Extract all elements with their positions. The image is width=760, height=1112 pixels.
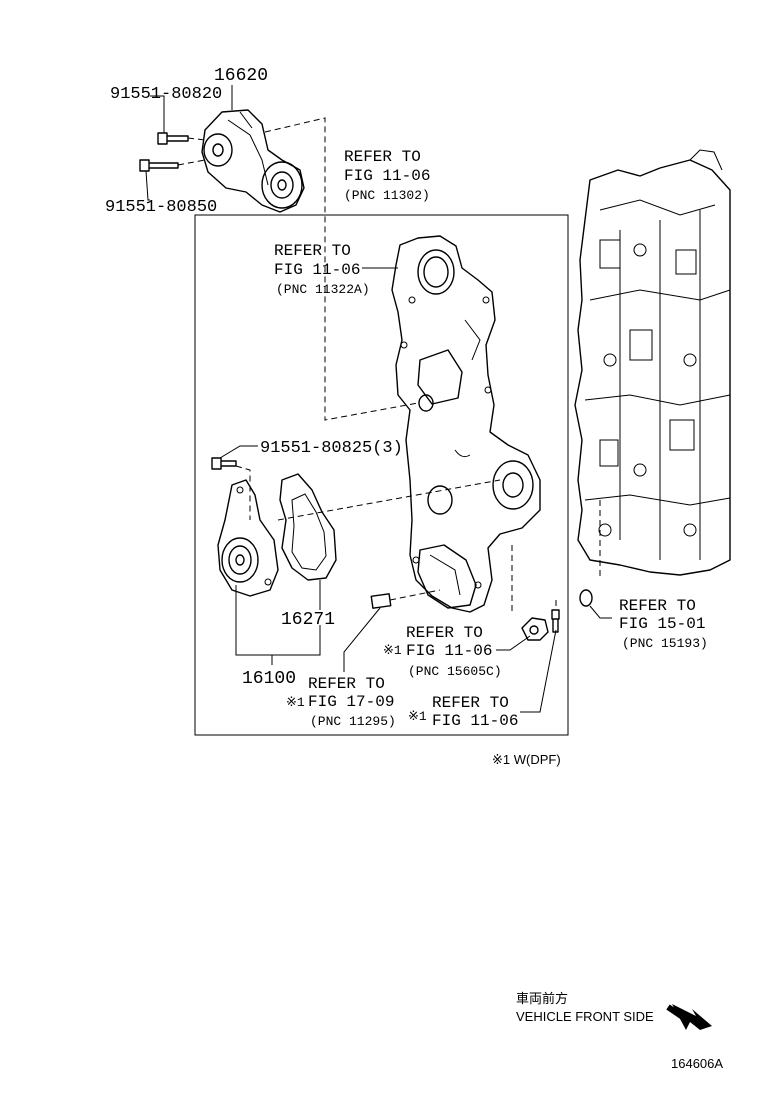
refer-fig[interactable]: FIG 17-09 bbox=[308, 693, 394, 711]
direction-label-en: VEHICLE FRONT SIDE bbox=[516, 1009, 654, 1024]
part-number-91551-80850: 91551-80850 bbox=[105, 198, 217, 217]
refer-label: REFER TO bbox=[406, 624, 483, 642]
engine-block[interactable] bbox=[574, 149, 731, 576]
refer-label: REFER TO bbox=[432, 694, 509, 712]
front-direction-arrow-icon bbox=[666, 1004, 712, 1030]
refer-fig[interactable]: FIG 15-01 bbox=[619, 615, 705, 633]
refer-pnc: (PNC 11295) bbox=[310, 714, 396, 729]
bolt-91551-80850[interactable] bbox=[139, 159, 179, 172]
refer-pnc: (PNC 11322A) bbox=[276, 282, 370, 297]
figure-id: 164606A bbox=[671, 1056, 723, 1071]
group-frame bbox=[194, 214, 569, 736]
footnote-mark: ※1 bbox=[286, 695, 305, 710]
belt-tensioner-16620[interactable] bbox=[201, 109, 305, 213]
bolt-91551-80820[interactable] bbox=[157, 132, 189, 145]
gasket-16271[interactable] bbox=[279, 473, 337, 581]
bolt-91551-80825[interactable] bbox=[211, 457, 237, 470]
part-number-16620: 16620 bbox=[214, 66, 268, 86]
part-number-91551-80825: 91551-80825(3) bbox=[260, 439, 403, 458]
refer-pnc: (PNC 11302) bbox=[344, 188, 430, 203]
refer-label: REFER TO bbox=[274, 242, 351, 260]
refer-label: REFER TO bbox=[344, 148, 421, 166]
footnote-mark: ※1 bbox=[383, 643, 402, 658]
refer-label: REFER TO bbox=[619, 597, 696, 615]
o-ring-15193[interactable] bbox=[579, 589, 593, 607]
refer-fig[interactable]: FIG 11-06 bbox=[274, 261, 360, 279]
refer-fig[interactable]: FIG 11-06 bbox=[432, 712, 518, 730]
footnote: ※1 W(DPF) bbox=[492, 752, 561, 767]
refer-label: REFER TO bbox=[308, 675, 385, 693]
refer-fig[interactable]: FIG 11-06 bbox=[406, 642, 492, 660]
sensor-part[interactable] bbox=[521, 617, 549, 641]
seal-plug[interactable] bbox=[370, 593, 392, 609]
part-number-16271: 16271 bbox=[281, 610, 335, 630]
refer-pnc: (PNC 15193) bbox=[622, 636, 708, 651]
timing-chain-cover[interactable] bbox=[391, 235, 541, 613]
footnote-mark: ※1 bbox=[408, 709, 427, 724]
direction-label-jp: 車両前方 bbox=[516, 991, 568, 1006]
refer-fig[interactable]: FIG 11-06 bbox=[344, 167, 430, 185]
bolt-sensor[interactable] bbox=[551, 609, 560, 633]
part-number-91551-80820: 91551-80820 bbox=[110, 85, 222, 104]
water-pump-16100[interactable] bbox=[217, 479, 279, 597]
refer-pnc: (PNC 15605C) bbox=[408, 664, 502, 679]
part-number-16100: 16100 bbox=[242, 669, 296, 689]
